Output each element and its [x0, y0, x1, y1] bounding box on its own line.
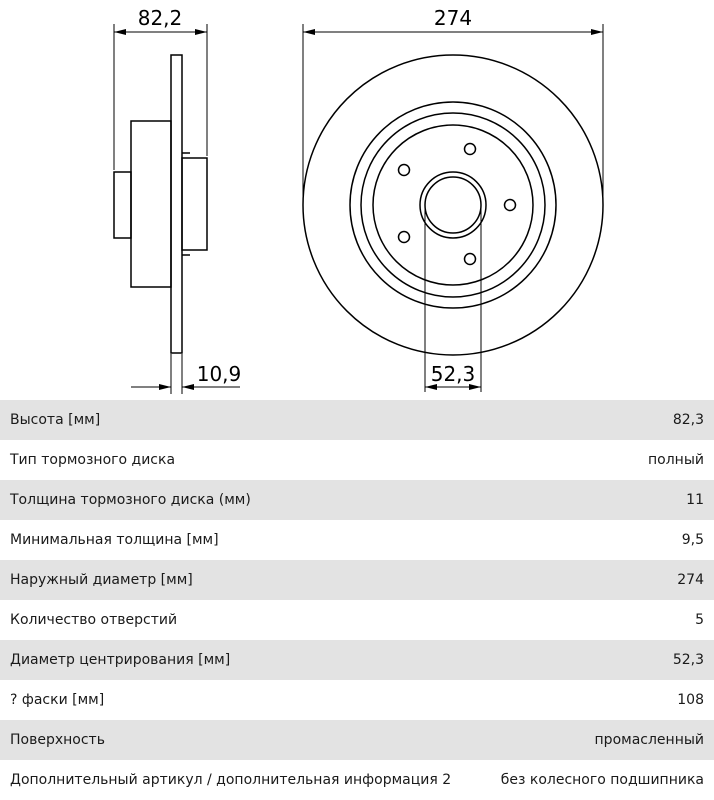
dim-label-thickness: 10,9	[197, 362, 242, 386]
outer-rim	[302, 54, 604, 356]
bolt-hole	[463, 252, 477, 266]
spec-label: Минимальная толщина [мм]	[10, 532, 219, 548]
spec-label: Высота [мм]	[10, 412, 101, 428]
disc-flange	[181, 157, 208, 251]
spec-value: промасленный	[594, 732, 704, 748]
spec-label: Тип тормозного диска	[10, 452, 176, 468]
disc-plate	[170, 54, 183, 354]
spec-label: ? фаски [мм]	[10, 692, 105, 708]
spec-row: Диаметр центрирования [мм] 52,3	[0, 640, 714, 680]
side-view	[113, 54, 208, 354]
spec-value: без колесного подшипника	[500, 772, 704, 788]
spec-label: Толщина тормозного диска (мм)	[10, 492, 251, 508]
spec-value: 9,5	[681, 532, 704, 548]
spec-label: Поверхность	[10, 732, 105, 748]
spec-label: Диаметр центрирования [мм]	[10, 652, 231, 668]
spec-row: Количество отверстий 5	[0, 600, 714, 640]
brake-disc-drawing: 82,2 274 10,9 52,3	[113, 6, 604, 394]
bolt-hole	[397, 163, 411, 177]
spec-row: Поверхность промасленный	[0, 720, 714, 760]
dim-label-outer-diameter: 274	[434, 6, 472, 30]
spec-row: Минимальная толщина [мм] 9,5	[0, 520, 714, 560]
spec-value: 5	[695, 612, 704, 628]
spec-row: Высота [мм] 82,3	[0, 400, 714, 440]
spec-value: полный	[648, 452, 704, 468]
dim-label-center-bore: 52,3	[431, 362, 476, 386]
friction-inner-edge	[349, 101, 557, 309]
spec-value: 82,3	[672, 412, 704, 428]
hat-inner-circle	[372, 124, 534, 286]
dim-label-height: 82,2	[138, 6, 183, 30]
bolt-hole	[397, 230, 411, 244]
spec-label: Количество отверстий	[10, 612, 178, 628]
center-bore	[424, 176, 482, 234]
spec-value: 52,3	[672, 652, 704, 668]
hat-outer-circle	[360, 112, 546, 298]
hat-section	[130, 120, 172, 288]
spec-label: Наружный диаметр [мм]	[10, 572, 193, 588]
front-view	[302, 54, 604, 356]
spec-row: Тип тормозного диска полный	[0, 440, 714, 480]
spec-row: Толщина тормозного диска (мм) 11	[0, 480, 714, 520]
specs-table: Высота [мм] 82,3 Тип тормозного диска по…	[0, 400, 714, 800]
spec-row: ? фаски [мм] 108	[0, 680, 714, 720]
bolt-hole	[503, 198, 517, 212]
spec-value: 274	[677, 572, 704, 588]
dim-outer-diameter	[302, 24, 604, 205]
spec-value: 108	[677, 692, 704, 708]
dimension-arrows	[114, 29, 603, 390]
spec-row: Дополнительный артикул / дополнительная …	[0, 760, 714, 800]
spec-row: Наружный диаметр [мм] 274	[0, 560, 714, 600]
spec-label: Дополнительный артикул / дополнительная …	[10, 772, 452, 788]
bolt-hole	[463, 142, 477, 156]
spec-value: 11	[686, 492, 704, 508]
hub-stub	[113, 171, 132, 239]
dim-height	[113, 24, 208, 170]
center-bore-outer	[419, 171, 487, 239]
